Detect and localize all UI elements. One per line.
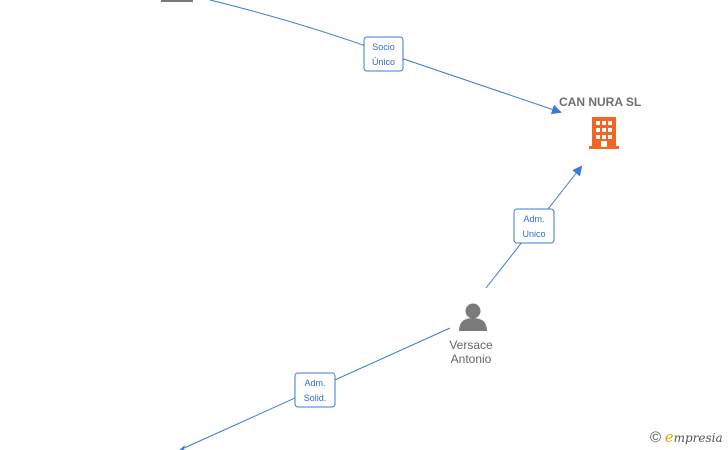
edge-label-socio-unico[interactable]: Socio Único [363, 36, 404, 72]
offscreen-node-icon [161, 0, 193, 2]
copyright-symbol: © [650, 429, 662, 446]
edge-label-line1: Adm. [523, 214, 544, 224]
edge-label-line2: Solid. [304, 393, 327, 403]
brand-name: mpresia [673, 431, 723, 445]
watermark: © empresia [650, 428, 723, 446]
edge-label-line1: Socio [372, 42, 395, 52]
person-icon[interactable] [459, 303, 487, 332]
person-name[interactable]: Versace Antonio [430, 338, 512, 366]
person-name-line1: Versace [449, 338, 493, 352]
edge-label-adm-unico[interactable]: Adm. Unico [513, 208, 555, 244]
company-name[interactable]: CAN NURA SL [559, 95, 642, 109]
person-name-line2: Antonio [450, 352, 492, 366]
brand-initial: e [664, 428, 674, 446]
edge-label-line2: Unico [522, 229, 545, 239]
edge-label-adm-solid[interactable]: Adm. Solid. [294, 372, 336, 408]
building-icon[interactable] [589, 117, 619, 149]
edge-adm-solid-arrowhead [179, 445, 185, 450]
edge-label-line1: Adm. [304, 378, 325, 388]
edge-label-line2: Único [372, 57, 395, 67]
